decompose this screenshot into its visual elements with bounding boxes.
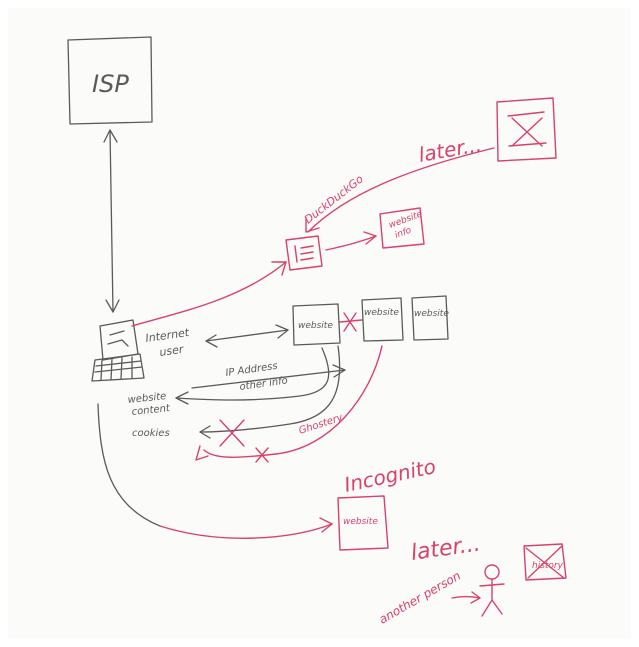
internet-label: Internet	[145, 326, 191, 345]
history-crossed-box: history	[524, 544, 566, 580]
isp-node: ISP	[68, 37, 152, 124]
to-website-info-arrow	[326, 232, 376, 250]
incognito-label: Incognito	[342, 454, 438, 497]
isp-label: ISP	[92, 70, 129, 98]
website-box-1: website	[293, 304, 340, 345]
duckduckgo-box	[286, 236, 322, 270]
website-content-label-2: content	[131, 403, 171, 418]
svg-text:website: website	[364, 308, 399, 318]
duckduckgo-later-box	[497, 98, 556, 161]
to-duckduckgo-arrow	[132, 262, 286, 326]
incognito-arrow	[98, 404, 332, 538]
ghostery-arrow	[196, 346, 382, 462]
blocked-tracker-mark	[340, 313, 362, 331]
cookies-label: cookies	[132, 428, 170, 439]
content-return-arrow	[176, 348, 329, 404]
user-website-arrow	[206, 325, 288, 347]
later-label-2: later...	[409, 531, 482, 565]
incognito-website-box: website	[338, 496, 388, 550]
website-info-box: website info	[380, 208, 424, 248]
ghostery-label: Ghostery	[298, 412, 346, 437]
user-label: user	[159, 343, 186, 359]
svg-text:website: website	[414, 309, 449, 319]
later-label-1: later...	[417, 132, 484, 167]
other-info-label: other info	[239, 375, 289, 393]
website-box-2: website	[362, 298, 403, 341]
website-box-3: website	[412, 296, 449, 340]
laptop-icon	[92, 320, 144, 381]
another-person-figure	[480, 565, 504, 616]
person-arrow	[452, 592, 480, 603]
ip-address-label: IP Address	[225, 361, 278, 379]
another-person-label: another person	[377, 569, 464, 627]
svg-text:website: website	[298, 321, 333, 331]
duckduckgo-label: DuckDuckGo	[302, 172, 366, 226]
isp-laptop-arrow	[104, 130, 119, 312]
cookies-blocked-x	[220, 420, 244, 446]
svg-text:website: website	[343, 517, 378, 527]
